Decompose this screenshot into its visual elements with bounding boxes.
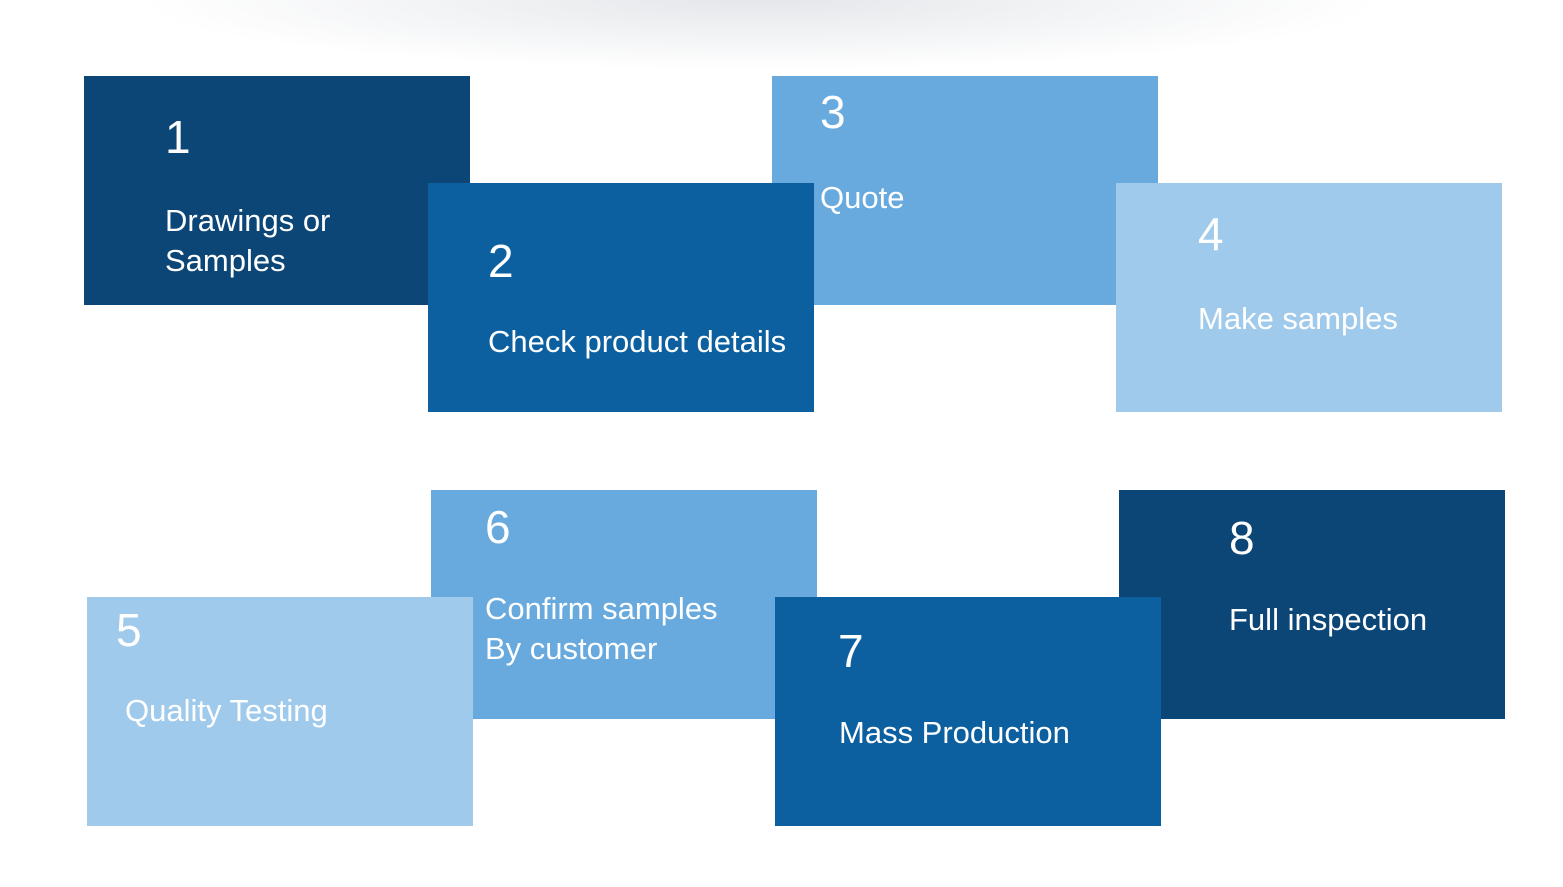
step-1-label: Drawings or Samples — [165, 203, 331, 278]
step-2-number: 2 — [488, 235, 514, 287]
step-8-box: 8 Full inspection — [1119, 490, 1505, 719]
step-6-label: Confirm samples By customer — [485, 591, 718, 666]
step-5-box: 5 Quality Testing — [87, 597, 473, 826]
step-7-label: Mass Production — [839, 715, 1070, 750]
step-7-number: 7 — [838, 625, 864, 677]
step-3-box: 3 Quote — [772, 76, 1158, 305]
step-4-box: 4 Make samples — [1116, 183, 1502, 412]
step-8-label: Full inspection — [1229, 602, 1428, 637]
step-8-number: 8 — [1229, 512, 1255, 564]
step-4-label: Make samples — [1198, 301, 1398, 336]
step-7-box: 7 Mass Production — [775, 597, 1161, 826]
step-6-number: 6 — [485, 501, 511, 553]
step-6-box: 6 Confirm samples By customer — [431, 490, 817, 719]
step-2-label: Check product details — [488, 324, 787, 359]
step-5-number: 5 — [116, 604, 142, 656]
step-5-label: Quality Testing — [125, 693, 328, 728]
step-3-label: Quote — [820, 180, 905, 215]
step-3-number: 3 — [820, 86, 846, 138]
step-1-box: 1 Drawings or Samples — [84, 76, 470, 305]
step-4-number: 4 — [1198, 208, 1224, 260]
step-2-box: 2 Check product details — [428, 183, 814, 412]
step-1-number: 1 — [165, 111, 191, 163]
